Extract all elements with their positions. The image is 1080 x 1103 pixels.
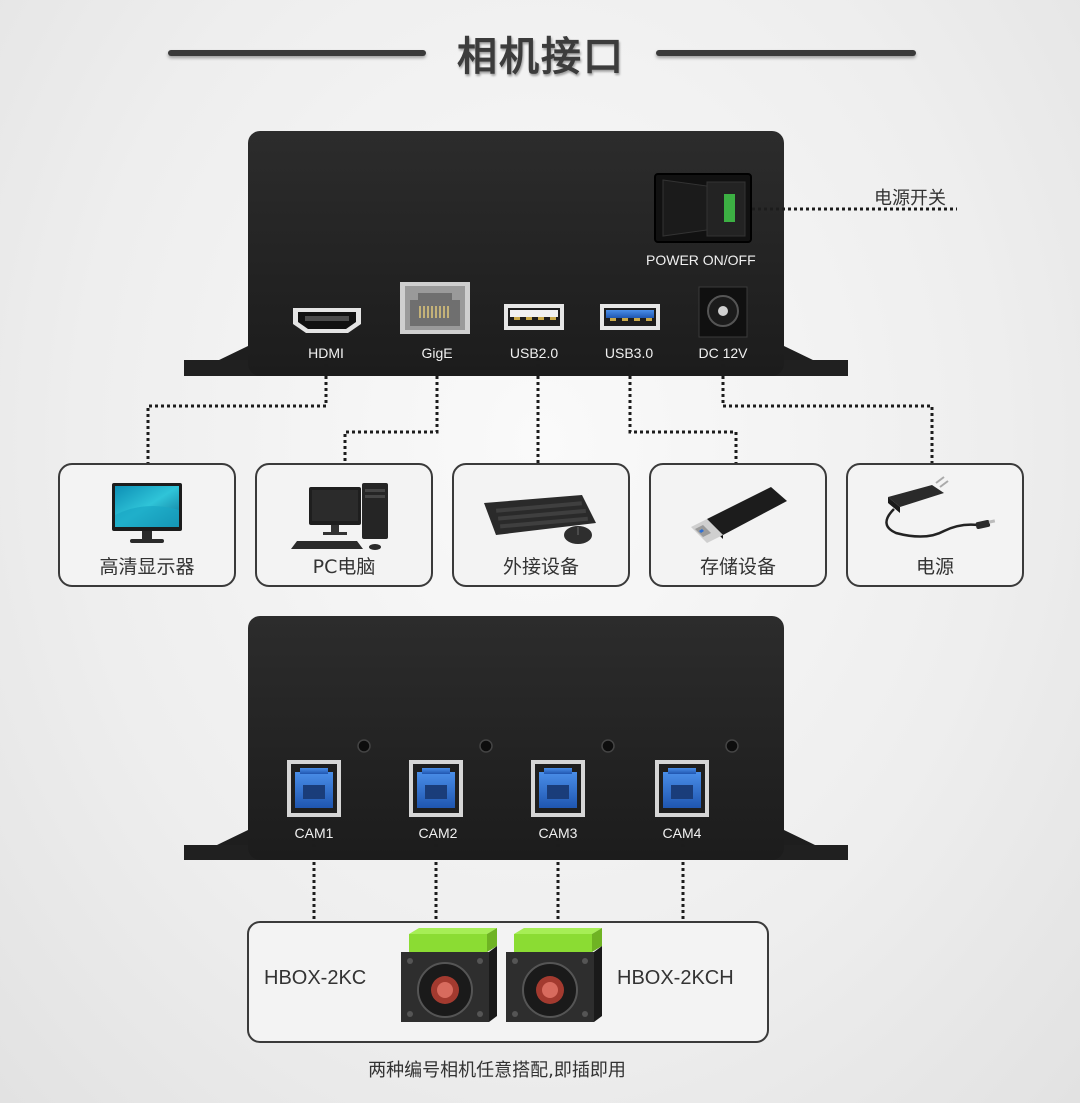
- connection-lines-bottom: [312, 838, 685, 922]
- device-label-power: 电源: [915, 556, 954, 578]
- section-header: 相机接口: [0, 22, 1080, 82]
- title-divider-right: [656, 50, 916, 56]
- power-adapter-icon: [885, 476, 996, 538]
- device-label-pc: PC电脑: [312, 556, 376, 578]
- device-box-power: 电源: [846, 463, 1024, 587]
- device-label-monitor: 高清显示器: [99, 556, 195, 578]
- usb2-port-icon: [504, 304, 564, 330]
- cam-label-4: CAM4: [662, 825, 702, 841]
- port-label-hdmi: HDMI: [308, 345, 344, 361]
- cam-port-icon: [655, 760, 709, 817]
- device-box-pc: PC电脑: [255, 463, 433, 587]
- camera-caption: 两种编号相机任意搭配,即插即用: [368, 1060, 626, 1081]
- monitor-icon: [112, 483, 182, 543]
- camera-icon: [506, 928, 602, 1022]
- cam-label-1: CAM1: [294, 825, 334, 841]
- title-divider-left: [168, 50, 426, 56]
- port-label-usb2: USB2.0: [509, 345, 559, 361]
- cam-port-icon: [287, 760, 341, 817]
- device-box-storage: 存储设备: [649, 463, 827, 587]
- power-switch-label: POWER ON/OFF: [646, 252, 756, 268]
- hdmi-port-icon: [293, 308, 361, 333]
- dc-jack-icon: [698, 286, 748, 338]
- port-label-dc: DC 12V: [698, 345, 748, 361]
- device-label-storage: 存储设备: [699, 556, 776, 578]
- device-box-monitor: 高清显示器: [58, 463, 236, 587]
- device-label-peripherals: 外接设备: [502, 556, 579, 578]
- camera-icon: [401, 928, 497, 1022]
- port-label-gige: GigE: [421, 345, 453, 361]
- camera-model-left: HBOX-2KC: [264, 967, 367, 989]
- connection-lines-top: [146, 207, 957, 465]
- usb3-port-icon: [600, 304, 660, 330]
- port-label-usb3: USB3.0: [604, 345, 654, 361]
- ethernet-port-icon: [400, 282, 470, 334]
- interface-box-bottom: [184, 616, 848, 860]
- pc-icon: [291, 483, 388, 550]
- page-title: 相机接口: [457, 33, 625, 80]
- usb-drive-icon: [691, 487, 787, 543]
- cam-label-2: CAM2: [418, 825, 458, 841]
- cam-label-3: CAM3: [538, 825, 578, 841]
- keyboard-mouse-icon: [484, 495, 596, 544]
- cam-port-icon: [409, 760, 463, 817]
- power-switch[interactable]: [654, 173, 752, 243]
- camera-model-right: HBOX-2KCH: [617, 967, 734, 989]
- cam-port-icon: [531, 760, 585, 817]
- switch-indicator-icon: [724, 194, 735, 222]
- device-box-peripherals: 外接设备: [452, 463, 630, 587]
- switch-callout-label: 电源开关: [874, 188, 946, 209]
